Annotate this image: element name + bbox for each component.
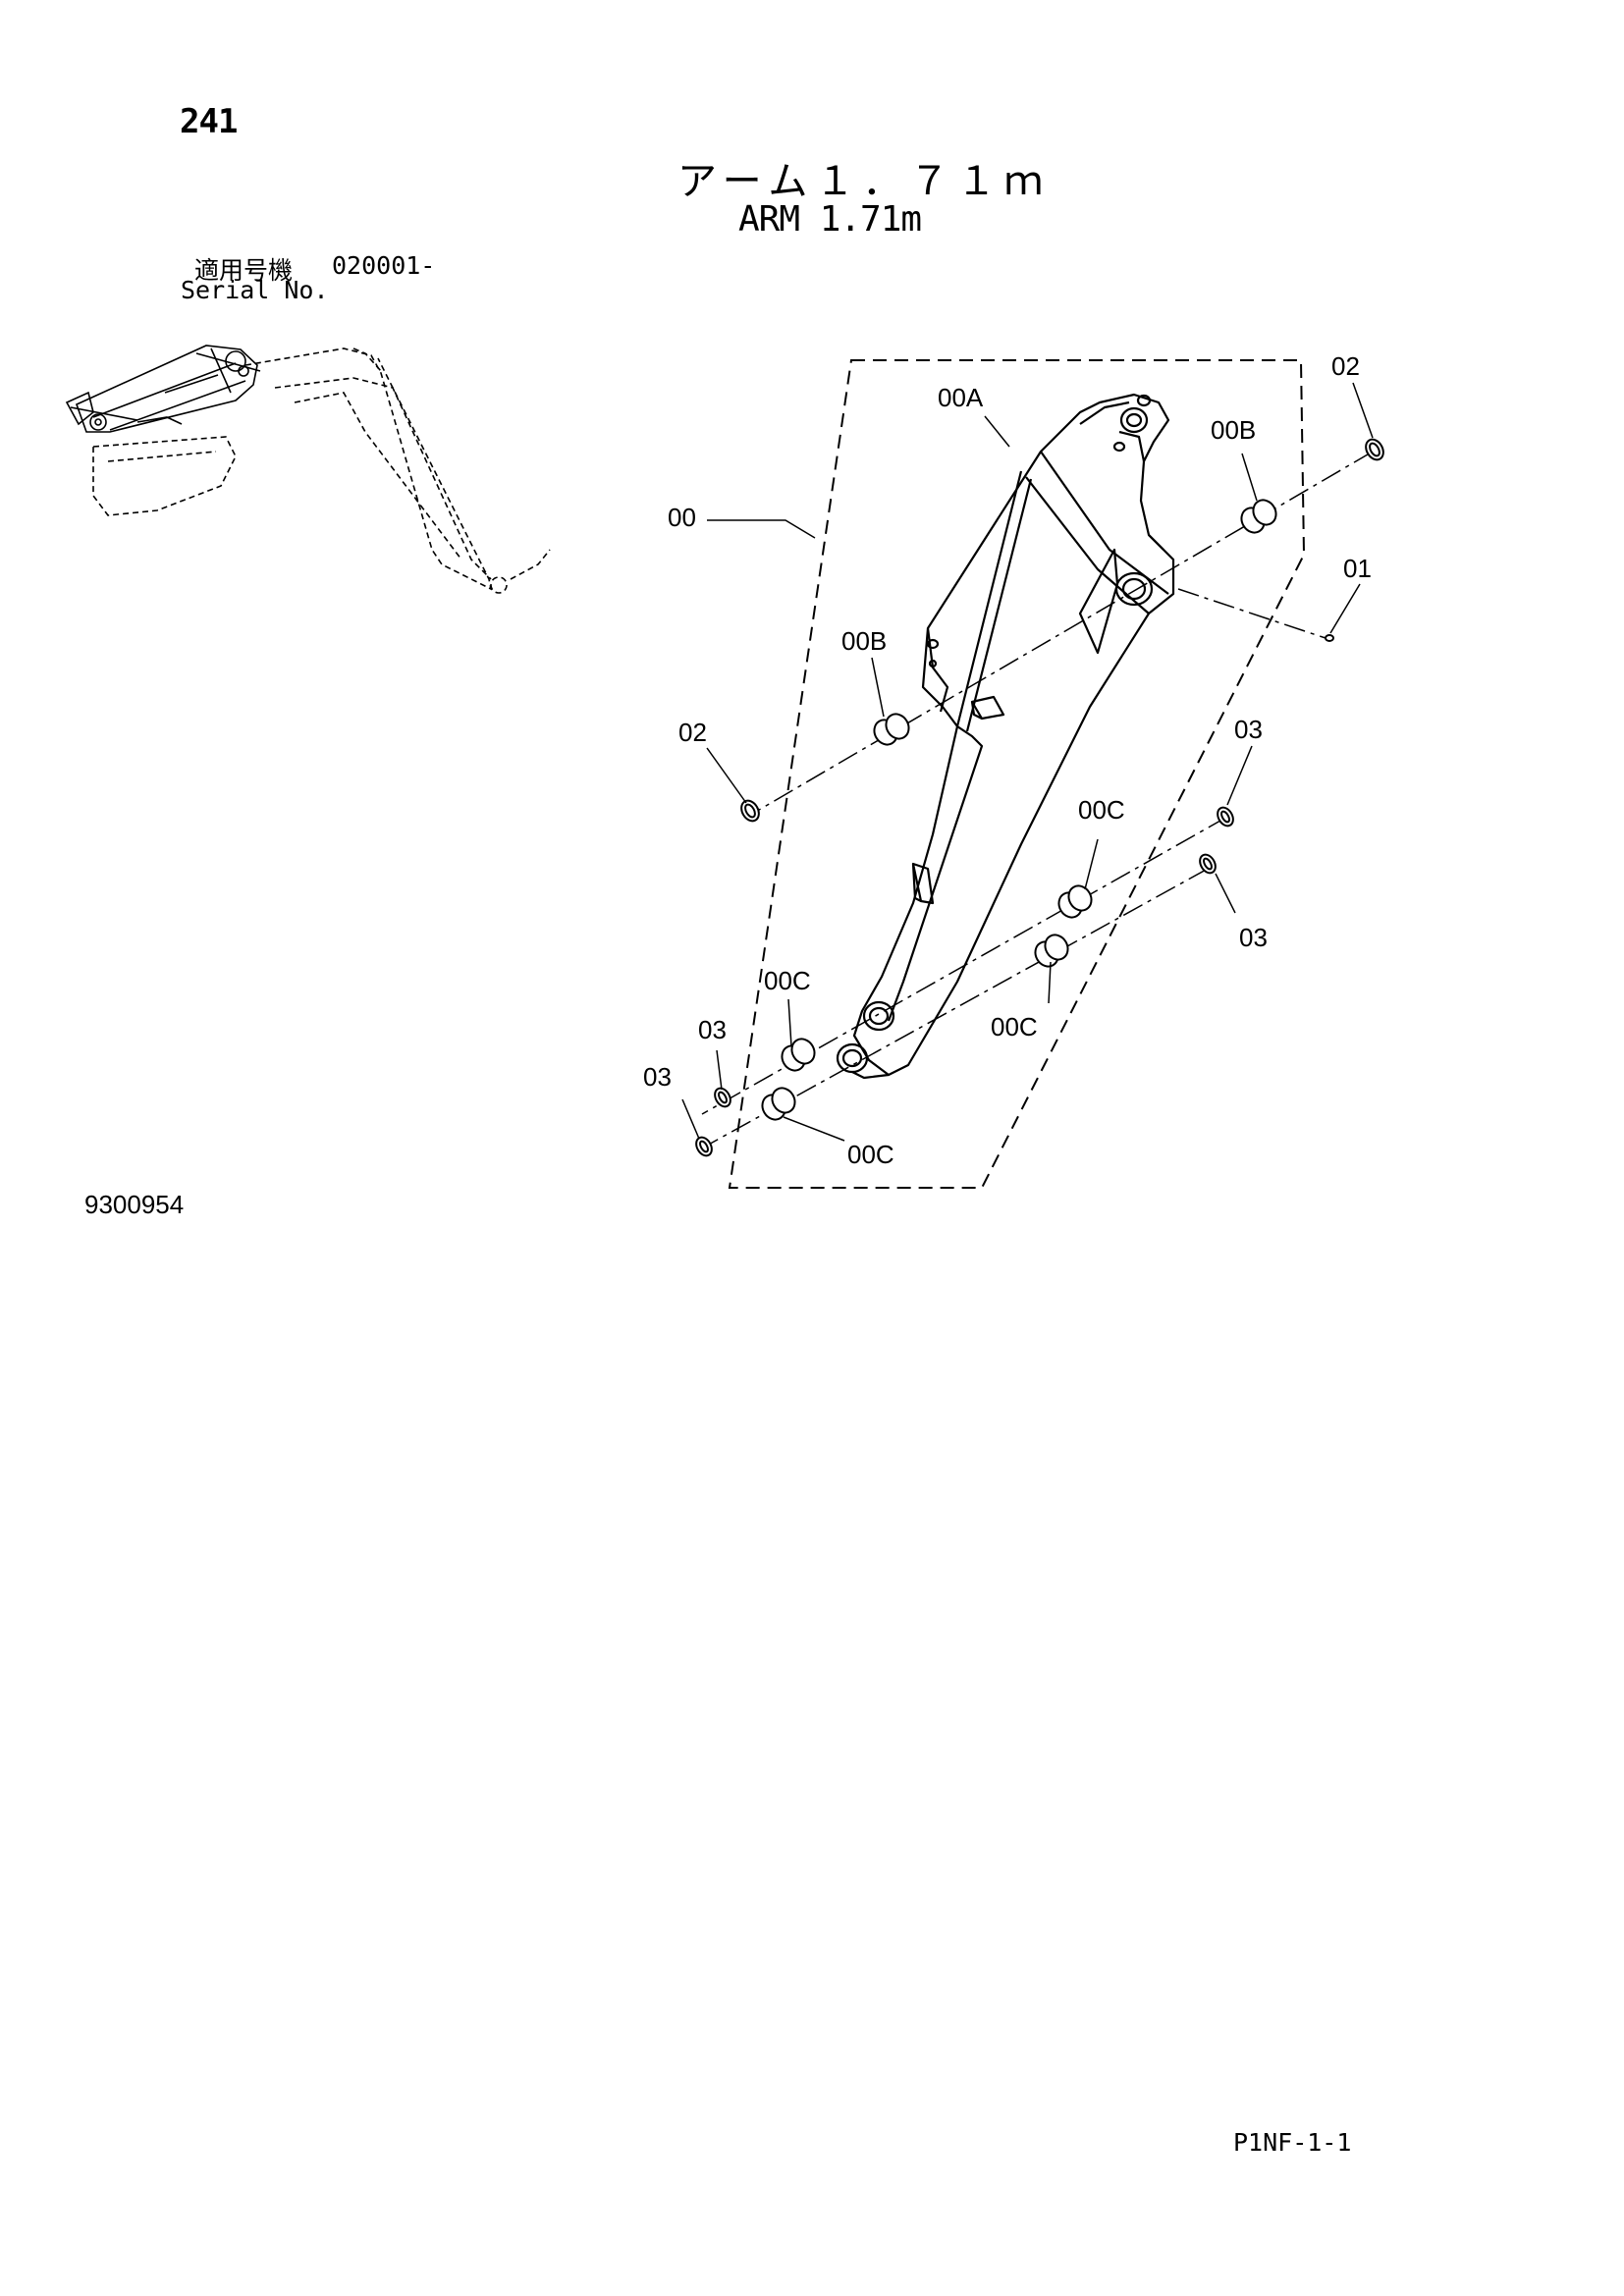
callout-00c-right-top: 00C (1078, 795, 1125, 825)
serial-label-japanese: 適用号機 (194, 256, 294, 285)
bushing-00b-top (1240, 499, 1277, 534)
bushing-00c-right-top (1057, 884, 1093, 919)
pin-01 (1325, 634, 1334, 642)
callout-03-left-top: 03 (698, 1015, 727, 1044)
callout-02-top: 02 (1331, 351, 1360, 381)
callout-00c-left-top: 00C (764, 966, 811, 995)
callout-00b-top: 00B (1211, 415, 1256, 445)
assembly-boundary (728, 359, 1306, 1189)
callout-00: 00 (668, 503, 696, 532)
page-code: P1NF-1-1 (1233, 2128, 1352, 2157)
callout-03-right-top: 03 (1234, 715, 1263, 744)
bushing-00c-left-top (781, 1038, 816, 1072)
leader-lines (681, 382, 1374, 1142)
callout-03-right-bottom: 03 (1239, 923, 1268, 952)
callout-01: 01 (1343, 554, 1372, 583)
bushing-00b-left (873, 713, 910, 746)
callout-00b-left: 00B (841, 626, 887, 656)
ring-03-left-bottom (695, 1136, 713, 1157)
callout-00c-right-bottom: 00C (991, 1012, 1038, 1041)
serial-number-value: 020001- (332, 251, 436, 280)
ring-03-right-top (1217, 806, 1234, 828)
callout-03-left-bottom: 03 (643, 1062, 672, 1092)
ring-03-left-top (714, 1087, 731, 1108)
title-japanese: アーム１．７１ｍ (677, 159, 1052, 204)
title-english: ARM 1.71m (738, 199, 922, 240)
bushing-00c-left-bottom (761, 1087, 796, 1121)
page-number: 241 (180, 102, 238, 141)
parts (695, 438, 1384, 1157)
ring-02-left (740, 799, 760, 823)
excavator-keymap-thumbnail (65, 345, 551, 594)
bushing-00c-right-bottom (1034, 934, 1069, 968)
arm-body (836, 393, 1175, 1080)
drawing-number: 9300954 (84, 1190, 185, 1219)
callout-00c-left-bottom: 00C (847, 1140, 894, 1169)
serial-label-english: Serial No. (181, 276, 329, 304)
callout-00a: 00A (938, 383, 984, 412)
ring-03-right-bottom (1199, 853, 1217, 875)
ring-02-top (1365, 438, 1384, 461)
callout-02-left: 02 (678, 718, 707, 747)
